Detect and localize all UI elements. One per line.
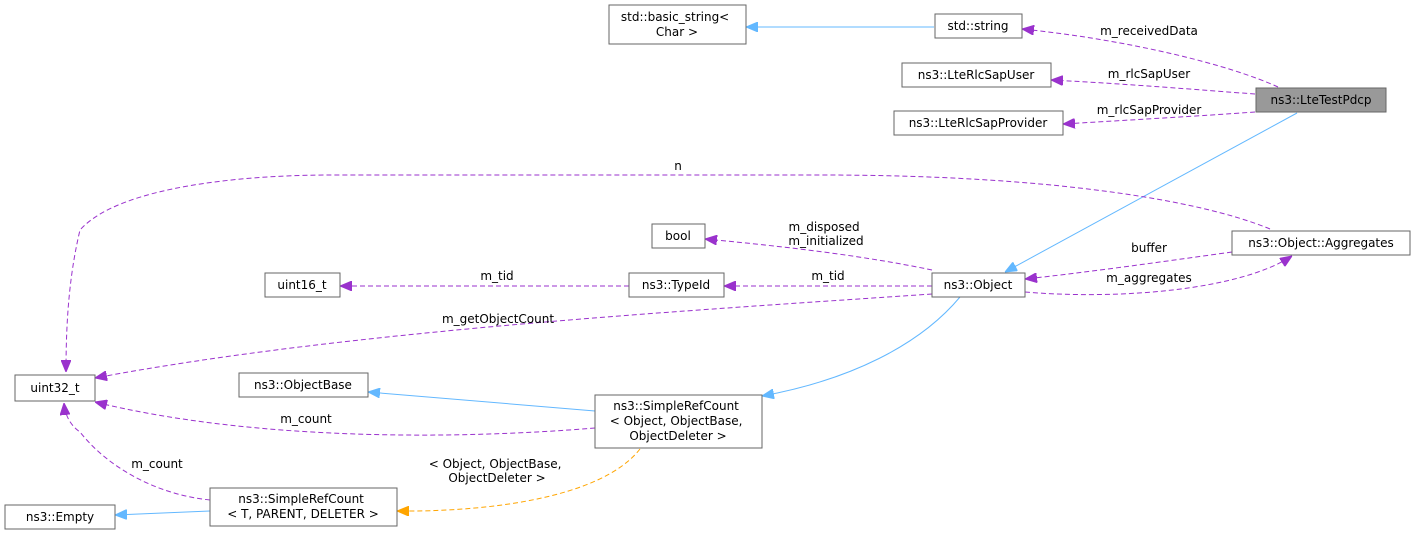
node-lte-rlc-sap-user[interactable]: ns3::LteRlcSapUser [901,62,1052,88]
label-buffer: buffer [1131,241,1167,255]
node-simple-ref-count-object[interactable]: ns3::SimpleRefCount < Object, ObjectBase… [594,394,763,449]
label-m-rlc-sap-provider: m_rlcSapProvider [1097,103,1202,117]
svg-text:ns3::Object: ns3::Object [944,278,1013,292]
svg-text:ns3::Empty: ns3::Empty [26,510,94,524]
edge-simplerefcount-count [95,402,596,436]
node-uint32-t[interactable]: uint32_t [14,374,96,402]
label-m-aggregates: m_aggregates [1106,271,1192,285]
label-m-count-t: m_count [131,457,183,471]
node-lte-test-pdcp[interactable]: ns3::LteTestPdcp [1255,87,1387,113]
svg-text:ns3::LteRlcSapUser: ns3::LteRlcSapUser [918,68,1035,82]
label-m-rlc-sap-user: m_rlcSapUser [1108,67,1191,81]
edge-ltetestpdcp-to-object [1005,112,1298,272]
edge-object-aggregates-buffer [1025,251,1233,279]
node-object-aggregates[interactable]: ns3::Object::Aggregates [1231,230,1411,256]
node-object-base[interactable]: ns3::ObjectBase [238,372,369,398]
svg-text:std::string: std::string [947,19,1008,33]
label-template-args: < Object, ObjectBase, ObjectDeleter > [429,457,566,485]
node-type-id[interactable]: ns3::TypeId [628,272,725,298]
edge-template-instantiation [397,448,641,511]
svg-text:uint32_t: uint32_t [30,381,80,395]
label-disposed-initialized: m_disposed m_initialized [788,220,863,248]
node-empty[interactable]: ns3::Empty [4,504,116,530]
label-n: n [674,159,682,173]
svg-text:bool: bool [665,229,691,243]
svg-text:std::basic_string< Cha: std::basic_string< Char > [621,10,733,39]
node-object[interactable]: ns3::Object [931,272,1026,298]
node-std-string[interactable]: std::string [934,13,1023,39]
node-uint16-t[interactable]: uint16_t [264,272,341,298]
svg-text:ns3::TypeId: ns3::TypeId [642,278,710,292]
label-m-getobjectcount: m_getObjectCount [442,312,554,326]
node-bool[interactable]: bool [651,223,706,249]
svg-text:ns3::SimpleRefCount <: ns3::SimpleRefCount < Object, ObjectBase… [610,399,747,443]
label-m-count-obj: m_count [280,412,332,426]
edge-object-to-simplerefcount [762,296,961,396]
edge-aggregates-n-uint32 [66,174,1271,372]
svg-text:ns3::SimpleRefCount <: ns3::SimpleRefCount < T, PARENT, DELETER… [227,492,379,521]
svg-text:ns3::LteRlcSapProvider: ns3::LteRlcSapProvider [909,116,1048,130]
edge-simplerefcount-to-objectbase [368,392,596,412]
node-lte-rlc-sap-provider[interactable]: ns3::LteRlcSapProvider [893,110,1064,136]
label-m-tid-object: m_tid [811,269,844,283]
svg-text:ns3::Object::Aggregates: ns3::Object::Aggregates [1248,236,1394,250]
edge-object-getobjectcount [95,293,933,378]
svg-text:ns3::LteTestPdcp: ns3::LteTestPdcp [1270,93,1371,107]
edge-object-bool [705,239,933,271]
label-m-tid-typeid: m_tid [480,269,513,283]
node-basic-string[interactable]: std::basic_string< Char > [608,4,747,45]
edge-ltetestpdcp-rlc-sap-user [1051,80,1256,95]
label-m-received-data: m_receivedData [1100,24,1198,38]
svg-text:ns3::ObjectBase: ns3::ObjectBase [254,378,352,392]
edge-ltetestpdcp-rlc-sap-provider [1063,111,1256,124]
svg-text:uint16_t: uint16_t [277,278,327,292]
edge-simplerefcount-t-to-empty [115,511,211,515]
node-simple-ref-count-template[interactable]: ns3::SimpleRefCount < T, PARENT, DELETER… [209,487,398,527]
edge-simplerefcount-t-count [64,403,211,501]
